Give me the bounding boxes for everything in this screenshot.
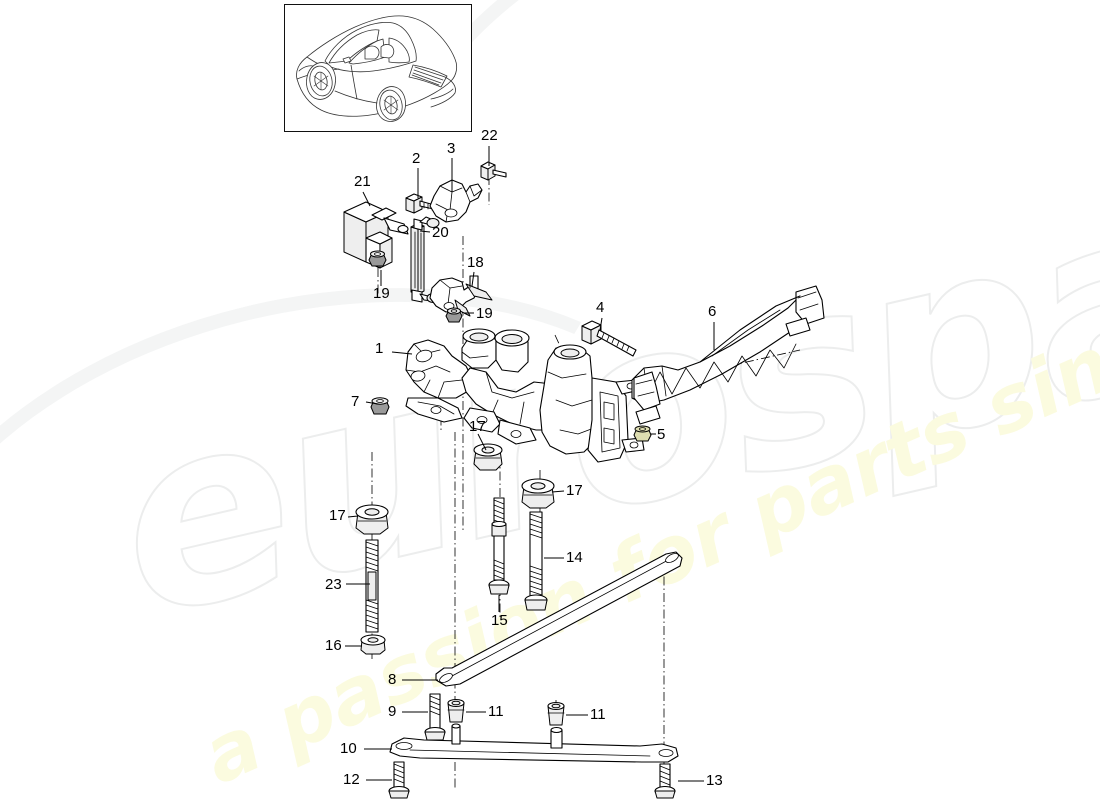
callout-11-b: 11	[590, 706, 606, 723]
callout-2: 2	[412, 150, 421, 167]
callout-15: 15	[491, 612, 508, 629]
part-17a-rubber-mount	[355, 504, 389, 535]
part-9-flange-bolt	[424, 693, 446, 741]
callout-10: 10	[340, 740, 357, 757]
callout-21: 21	[354, 173, 371, 190]
part-11a-spacer-bush	[447, 698, 465, 723]
callout-22: 22	[481, 127, 498, 144]
callout-17-a: 17	[329, 507, 346, 524]
callout-1: 1	[375, 340, 384, 357]
callout-8: 8	[388, 671, 397, 688]
callout-16: 16	[325, 637, 342, 654]
part-19a-lock-nut	[368, 250, 387, 267]
callout-3: 3	[447, 140, 456, 157]
part-10-lower-transverse-bar	[389, 723, 679, 763]
part-15-stud-bolt	[488, 497, 510, 595]
callout-23: 23	[325, 576, 342, 593]
part-5-flange-nut	[633, 425, 652, 442]
callout-14: 14	[566, 549, 583, 566]
callout-6: 6	[708, 303, 717, 320]
callout-11-a: 11	[488, 703, 504, 720]
callout-17-c: 17	[566, 482, 583, 499]
part-12-flange-bolt	[388, 761, 410, 799]
callout-13: 13	[706, 772, 723, 789]
part-14-flange-bolt	[524, 511, 548, 611]
part-8-diagonal-strut-bar	[435, 551, 683, 687]
part-3-mounting-bracket	[429, 179, 483, 223]
callout-12: 12	[343, 771, 360, 788]
part-17c-rubber-mount	[521, 478, 555, 509]
center-subframe-assembly	[405, 328, 645, 463]
callout-5: 5	[657, 426, 666, 443]
callout-19-a: 19	[373, 285, 390, 302]
part-6-rear-cross-brace	[631, 285, 825, 425]
part-4-long-hex-bolt	[581, 320, 637, 357]
part-21-ride-height-sensor	[343, 201, 409, 269]
part-22-hex-bolt	[480, 161, 507, 181]
part-16-washer	[360, 634, 386, 655]
part-19b-lock-nut	[445, 307, 463, 323]
part-13-flange-bolt	[654, 763, 676, 799]
callout-19-b: 19	[476, 305, 493, 322]
callout-20: 20	[432, 224, 449, 241]
callout-7: 7	[351, 393, 360, 410]
part-23-through-bolt	[365, 539, 379, 633]
callout-9: 9	[388, 703, 397, 720]
callout-18: 18	[467, 254, 484, 271]
vehicle-thumbnail-box	[284, 4, 472, 132]
part-17b-rubber-mount	[473, 443, 503, 471]
vehicle-line-drawing	[296, 15, 458, 122]
callout-4: 4	[596, 299, 605, 316]
part-11b-spacer-bush	[547, 701, 565, 726]
callout-17-b: 17	[469, 418, 486, 435]
part-1-cross-member-left-arm	[405, 339, 473, 399]
